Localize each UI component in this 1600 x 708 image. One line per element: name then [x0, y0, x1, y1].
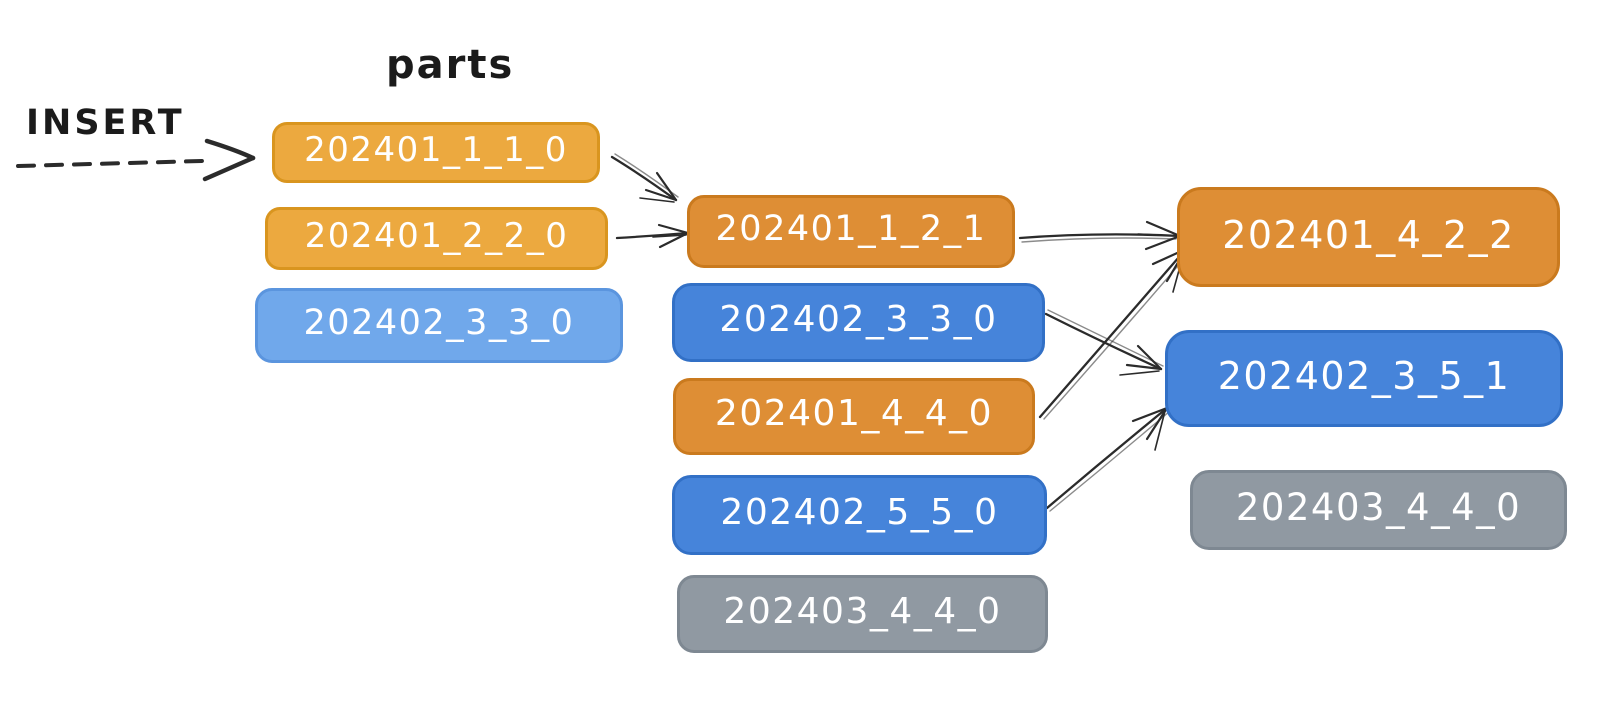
- arrow-c2r2-to-c3r2: [1044, 309, 1164, 376]
- part-label: 202401_1_2_1: [715, 208, 987, 249]
- part-box-202401_2_2_0: 202401_2_2_0: [265, 207, 608, 270]
- part-label: 202401_1_1_0: [304, 130, 568, 170]
- part-label: 202403_4_4_0: [1235, 486, 1522, 529]
- arrow-c2r4-to-c3r2: [1045, 406, 1171, 512]
- arrow-c1r1-to-c2r1: [610, 153, 679, 203]
- insert-label: INSERT: [26, 103, 185, 143]
- part-box-202402_3_3_0-mid: 202402_3_3_0: [672, 283, 1045, 362]
- part-label: 202403_4_4_0: [723, 590, 1002, 632]
- part-label: 202402_5_5_0: [720, 491, 999, 533]
- part-label: 202401_4_4_0: [714, 393, 994, 434]
- arrow-insert-to-c1r1: [16, 138, 256, 182]
- part-box-202401_4_4_0: 202401_4_4_0: [673, 378, 1035, 455]
- part-label: 202402_3_3_0: [303, 302, 575, 343]
- part-box-202402_3_3_0-inserted: 202402_3_3_0: [255, 288, 623, 363]
- part-box-202402_5_5_0: 202402_5_5_0: [672, 475, 1047, 555]
- arrow-c1r2-to-c2r1: [615, 223, 690, 249]
- part-box-202403_4_4_0-right: 202403_4_4_0: [1190, 470, 1567, 550]
- part-box-202402_3_5_1: 202402_3_5_1: [1165, 330, 1563, 427]
- part-box-202403_4_4_0-mid: 202403_4_4_0: [677, 575, 1048, 653]
- part-label: 202401_4_2_2: [1222, 212, 1515, 257]
- part-label: 202402_3_5_1: [1217, 354, 1511, 398]
- parts-title: parts: [386, 42, 515, 88]
- part-box-202401_4_2_2: 202401_4_2_2: [1177, 187, 1560, 287]
- part-box-202401_1_2_1: 202401_1_2_1: [687, 195, 1015, 268]
- part-label: 202402_3_3_0: [719, 299, 998, 340]
- part-box-202401_1_1_0: 202401_1_1_0: [272, 122, 600, 183]
- arrow-c2r1-to-c3r1: [1018, 220, 1182, 251]
- part-label: 202401_2_2_0: [304, 216, 569, 256]
